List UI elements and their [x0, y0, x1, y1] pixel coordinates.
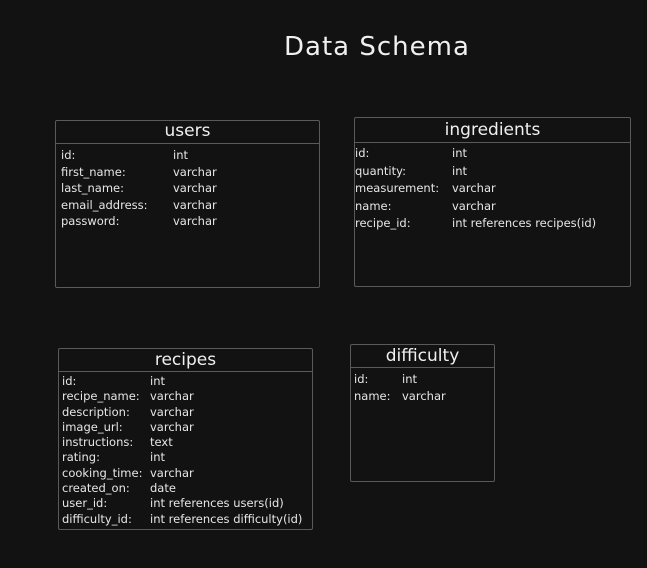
field-row: name: varchar: [355, 198, 630, 216]
field-row: image_url: varchar: [59, 420, 312, 435]
field-type: int: [173, 148, 188, 162]
field-type: varchar: [452, 198, 496, 213]
field-row: id: int: [59, 374, 312, 389]
field-name: measurement:: [355, 181, 440, 195]
table-title: ingredients: [355, 118, 630, 143]
field-type: date: [150, 481, 176, 496]
table-title: recipes: [59, 349, 312, 372]
field-row: difficulty_id: int references difficulty(…: [59, 512, 312, 527]
field-list: id: int name: varchar: [351, 368, 494, 405]
field-name: recipe_id:: [355, 216, 411, 230]
field-type: varchar: [150, 419, 194, 434]
field-name: cooking_time:: [62, 465, 143, 480]
field-type: int: [150, 374, 165, 388]
field-type: varchar: [150, 465, 194, 480]
field-row: id: int: [56, 147, 319, 164]
field-type: varchar: [402, 389, 446, 403]
field-row: user_id: int references users(id): [59, 496, 312, 511]
field-name: name:: [354, 389, 391, 403]
field-name: image_url:: [62, 419, 123, 434]
field-type: varchar: [452, 181, 496, 195]
field-row: id: int: [355, 145, 630, 163]
field-name: name:: [355, 198, 392, 213]
field-name: rating:: [62, 450, 100, 465]
field-name: password:: [61, 214, 120, 228]
field-type: int: [452, 163, 467, 178]
field-name: description:: [62, 404, 130, 419]
field-type: int references users(id): [150, 496, 284, 511]
field-name: instructions:: [62, 435, 134, 450]
table-title: users: [56, 121, 319, 144]
field-name: recipe_name:: [62, 389, 140, 404]
field-row: password: varchar: [56, 213, 319, 230]
field-type: text: [150, 435, 173, 450]
field-name: user_id:: [62, 496, 108, 511]
table-ingredients: ingredients id: int quantity: int measuremen…: [354, 117, 631, 287]
field-name: difficulty_id:: [62, 511, 132, 526]
field-type: varchar: [173, 214, 217, 228]
field-name: id:: [355, 146, 370, 160]
field-row: rating: int: [59, 450, 312, 465]
field-name: id:: [354, 372, 369, 386]
field-row: name: varchar: [351, 388, 494, 405]
field-type: varchar: [173, 164, 217, 179]
field-row: last_name: varchar: [56, 180, 319, 197]
field-row: instructions: text: [59, 435, 312, 450]
field-type: varchar: [173, 181, 217, 195]
field-name: created_on:: [62, 481, 130, 496]
table-title: difficulty: [351, 345, 494, 368]
field-row: id: int: [351, 371, 494, 388]
field-row: first_name: varchar: [56, 164, 319, 181]
field-row: email_address: varchar: [56, 197, 319, 214]
field-row: cooking_time: varchar: [59, 466, 312, 481]
field-type: int: [452, 146, 467, 160]
field-type: int references recipes(id): [452, 216, 597, 230]
field-type: int references difficulty(id): [150, 511, 303, 526]
field-type: int: [150, 450, 165, 465]
field-type: int: [402, 372, 417, 386]
field-row: recipe_id: int references recipes(id): [355, 215, 630, 233]
field-name: id:: [62, 374, 77, 388]
field-name: first_name:: [61, 164, 126, 179]
field-row: measurement: varchar: [355, 180, 630, 198]
table-difficulty: difficulty id: int name: varchar: [350, 344, 495, 482]
field-type: varchar: [173, 197, 217, 212]
field-type: varchar: [150, 389, 194, 404]
field-row: description: varchar: [59, 405, 312, 420]
field-row: quantity: int: [355, 163, 630, 181]
field-name: last_name:: [61, 181, 124, 195]
field-row: recipe_name: varchar: [59, 389, 312, 404]
field-name: id:: [61, 148, 76, 162]
page-title: Data Schema: [284, 32, 470, 62]
field-type: varchar: [150, 404, 194, 419]
field-name: quantity:: [355, 163, 406, 178]
field-name: email_address:: [61, 197, 148, 212]
field-row: created_on: date: [59, 481, 312, 496]
